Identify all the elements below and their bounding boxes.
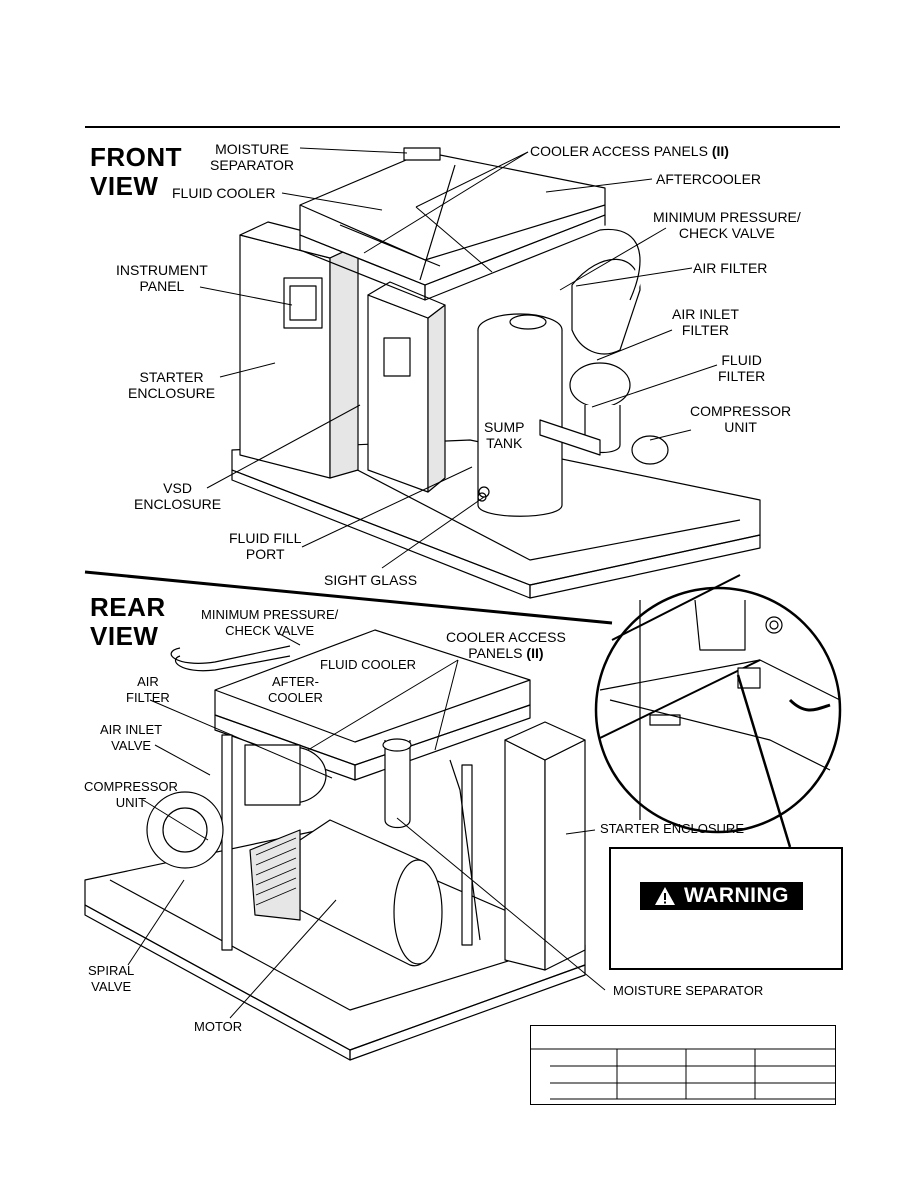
warning-triangle-icon [655, 887, 675, 905]
front-title-line1: FRONT [90, 142, 183, 172]
label-air-inlet-filter: AIR INLET FILTER [672, 306, 739, 338]
detail-circle [594, 574, 842, 834]
label-minimum-pressure-front: MINIMUM PRESSURE/ CHECK VALVE [653, 209, 801, 241]
label-motor: MOTOR [194, 1019, 243, 1034]
view-divider [84, 570, 613, 625]
front-view-drawing [231, 147, 761, 599]
label-compressor-unit-rear: COMPRESSOR UNIT [84, 779, 178, 810]
rear-cooler-access-text: COOLER ACCESS PANELS [446, 629, 566, 661]
label-air-filter-front: AIR FILTER [693, 260, 768, 276]
front-leaders [199, 147, 718, 569]
rear-leaders [127, 632, 792, 1019]
label-moisture-separator-front: MOISTURE SEPARATOR [210, 141, 295, 173]
label-starter-enclosure-front: STARTER ENCLOSURE [128, 369, 216, 401]
label-moisture-separator-rear: MOISTURE SEPARATOR [613, 983, 764, 998]
rear-view-title: REAR VIEW [90, 593, 166, 651]
label-vsd-enclosure: VSD ENCLOSURE [134, 480, 222, 512]
label-fluid-fill-port: FLUID FILL PORT [229, 530, 302, 562]
front-view-title: FRONT VIEW [90, 143, 182, 201]
label-aftercooler-rear: AFTER- COOLER [268, 674, 323, 705]
rear-title-line1: REAR [90, 592, 166, 622]
cooler-access-text: COOLER ACCESS PANELS [530, 143, 708, 159]
label-air-inlet-valve: AIR INLET VALVE [100, 722, 163, 753]
label-fluid-cooler-rear: FLUID COOLER [320, 657, 417, 672]
rear-title-line2: VIEW [90, 621, 159, 651]
label-fluid-filter: FLUID FILTER [718, 352, 766, 384]
warning-label: WARNING [684, 884, 789, 907]
label-air-filter-rear: AIR FILTER [126, 674, 170, 705]
label-fluid-cooler-front: FLUID COOLER [172, 185, 276, 201]
label-starter-enclosure-rear: STARTER ENCLOSURE [600, 821, 744, 836]
front-title-line2: VIEW [90, 171, 159, 201]
label-compressor-unit-front: COMPRESSOR UNIT [690, 403, 792, 435]
rear-cooler-access-suffix: (II) [526, 645, 544, 661]
label-cooler-access-panels-front: COOLER ACCESS PANELS (II) [530, 143, 729, 159]
label-aftercooler-front: AFTERCOOLER [656, 171, 762, 187]
label-instrument-panel: INSTRUMENT PANEL [116, 262, 208, 294]
label-cooler-access-panels-rear: COOLER ACCESS PANELS (II) [446, 629, 566, 661]
label-minimum-pressure-rear: MINIMUM PRESSURE/ CHECK VALVE [201, 607, 339, 638]
table-grid [530, 1048, 836, 1100]
label-sight-glass: SIGHT GLASS [324, 572, 418, 588]
warning-banner: WARNING [640, 882, 803, 910]
warning-box: WARNING [609, 847, 843, 970]
label-sump-tank: SUMP TANK [484, 419, 525, 451]
label-spiral-valve: SPIRAL VALVE [88, 963, 135, 994]
cooler-access-suffix: (II) [711, 143, 729, 159]
spec-table [530, 1025, 836, 1105]
